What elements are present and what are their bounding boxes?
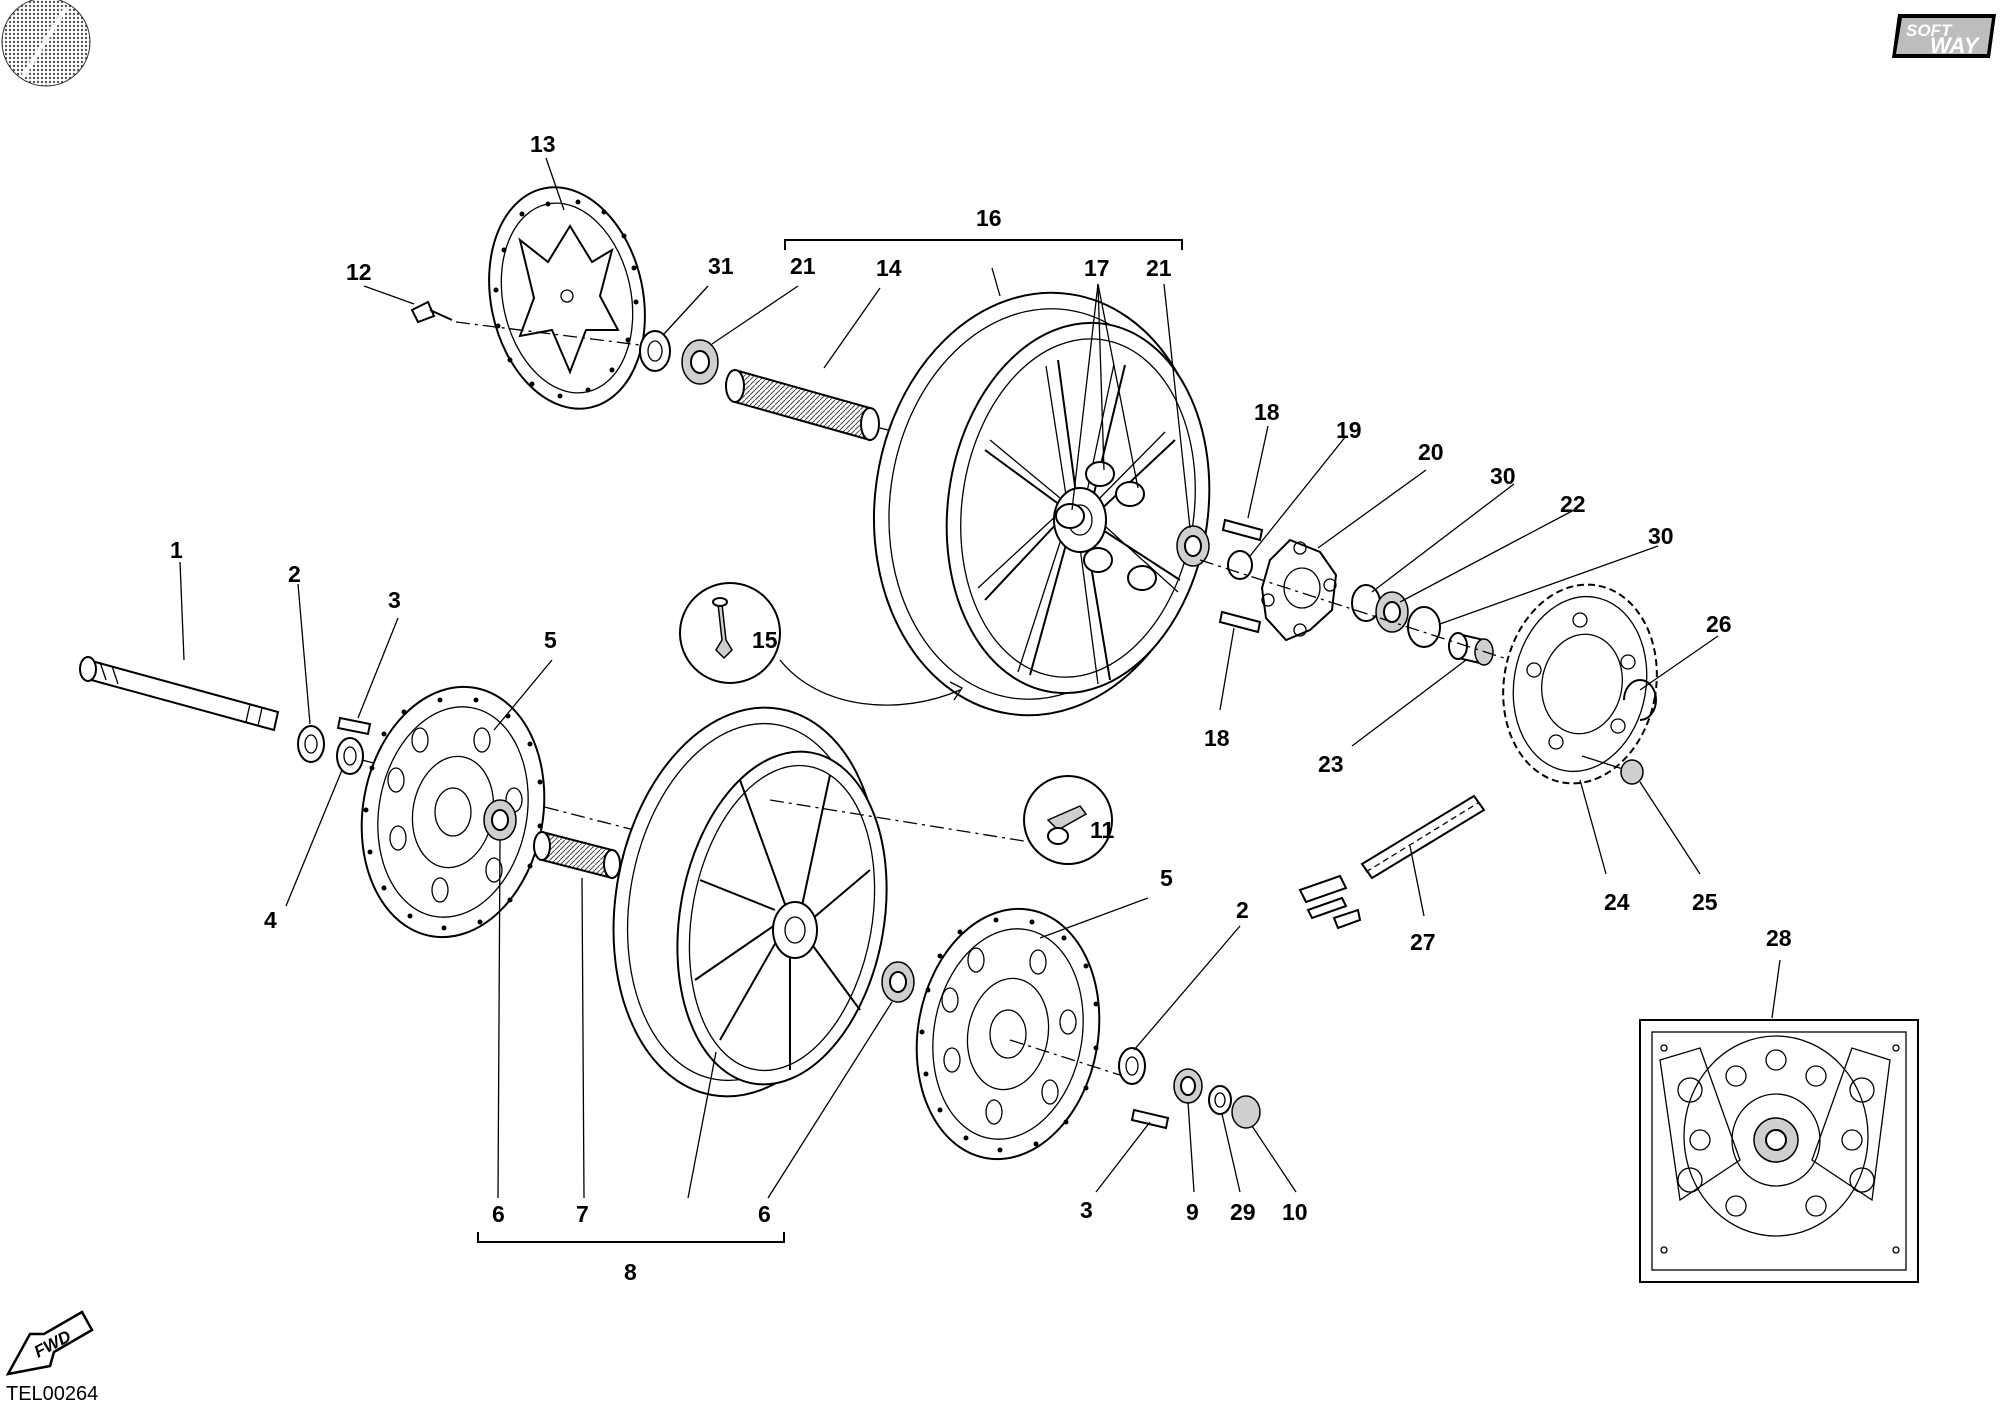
drive-chain-27 [1298,794,1486,930]
callout-22: 22 [1560,491,1586,517]
front-brake-disc-right [915,907,1101,1161]
callout-15: 15 [752,627,778,653]
sprocket-flange-20 [1260,538,1338,642]
callout-1: 1 [170,537,183,563]
spacer-30b [1407,606,1441,648]
callout-16: 16 [976,205,1002,231]
screw-3-left [336,716,372,736]
callout-8: 8 [624,1259,637,1285]
nut-25 [1581,755,1644,785]
callout-labels: 13 12 31 21 14 16 17 21 18 19 20 30 22 3… [170,131,1792,1285]
callout-24: 24 [1604,889,1630,915]
callout-26: 26 [1706,611,1732,637]
front-axle-1 [79,656,280,732]
studs-18 [1218,518,1264,634]
callout-2-left: 2 [288,561,301,587]
callout-11: 11 [1090,817,1115,843]
callout-30-lower: 30 [1648,523,1674,549]
washer-29 [1208,1085,1232,1115]
circlip-26 [1623,679,1657,721]
callout-28: 28 [1766,925,1792,951]
callout-6-right: 6 [758,1201,771,1227]
callout-3-left: 3 [388,587,401,613]
axis-line [455,321,641,346]
spacer-2-left [297,725,325,763]
screw-3-right [1130,1108,1170,1130]
callout-23: 23 [1318,751,1344,777]
callout-20: 20 [1418,439,1444,465]
bushing-19 [1227,550,1253,580]
spacer-4 [336,737,364,775]
callout-6-left: 6 [492,1201,505,1227]
callout-31: 31 [708,253,734,279]
disc-screw [410,300,453,324]
spacer-31 [639,330,671,372]
inset-detail-28 [1639,1019,1919,1283]
softway-logo: SOFT WAY [1892,14,1996,58]
callout-25: 25 [1692,889,1718,915]
callout-5-right: 5 [1160,865,1173,891]
callout-18-top: 18 [1254,399,1280,425]
rear-sprocket-24 [1502,583,1658,785]
callout-21-left: 21 [790,253,816,279]
bearing-21 [681,339,719,385]
bearing-22 [1375,591,1409,633]
callout-21-right: 21 [1146,255,1172,281]
callout-14: 14 [876,255,902,281]
callout-3-right: 3 [1080,1197,1093,1223]
callout-10: 10 [1282,1199,1308,1225]
callout-19: 19 [1336,417,1362,443]
callout-17: 17 [1084,255,1110,281]
logo-way-text: WAY [1930,33,1981,58]
callout-5-left: 5 [544,627,557,653]
forward-arrow-icon: FWD [5,1310,94,1376]
valve-detail-15 [679,582,781,684]
callout-13: 13 [530,131,556,157]
spacer-tube-7 [533,830,621,880]
front-brake-disc-left [360,685,546,939]
front-wheel [612,706,888,1098]
spacer-tube-14 [725,368,880,442]
spacer-23 [1448,632,1494,666]
rear-brake-disc [488,186,646,410]
callout-29: 29 [1230,1199,1256,1225]
bearing-6-right [881,961,915,1003]
leader-lines [179,157,1781,1199]
callout-9: 9 [1186,1199,1199,1225]
nut-10 [1231,1095,1261,1129]
callout-27: 27 [1410,929,1436,955]
callout-18-bottom: 18 [1204,725,1230,751]
bushing-9 [1173,1068,1203,1104]
rear-wheel [872,291,1211,717]
callout-4: 4 [264,907,277,933]
valve-detail-11 [1023,775,1113,865]
corner-logo-icon [1,0,91,87]
callout-7: 7 [576,1201,589,1227]
callout-12: 12 [346,259,372,285]
bearing-6-left [483,799,517,841]
callout-2-right: 2 [1236,897,1249,923]
callout-30-upper: 30 [1490,463,1516,489]
bracket-8 [477,1232,785,1243]
bracket-16 [784,239,1183,250]
spacer-2-right [1118,1047,1146,1085]
document-code: TEL00264 [6,1383,98,1405]
logo-soft-text: SOFT [1906,21,1953,40]
